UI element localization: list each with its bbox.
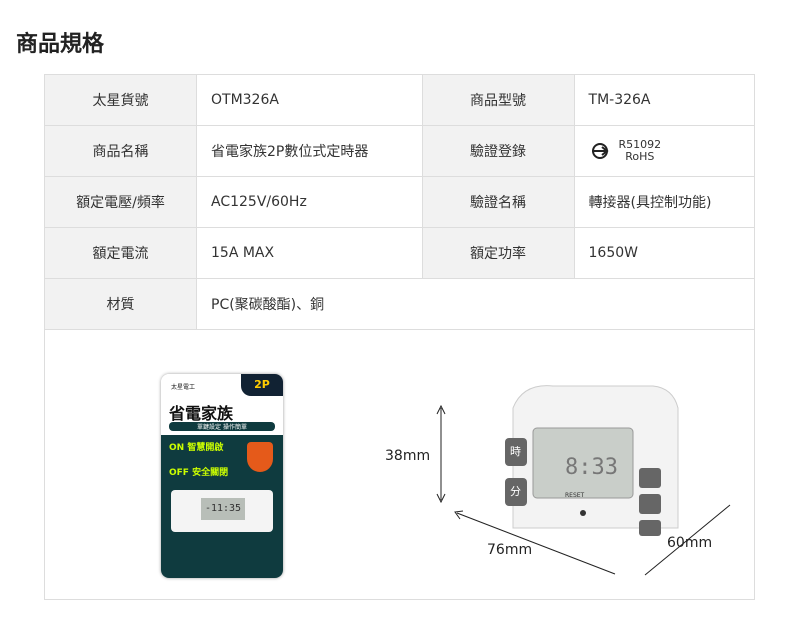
cert-number: R51092 [618,138,662,151]
label: 商品型號 [421,74,575,126]
brand-logo: 太星電工 [171,384,196,391]
label: 額定電壓/頻率 [44,176,197,228]
on-text: ON 智慧開啟 [169,443,224,453]
label: 驗證名稱 [421,176,575,228]
rohs-label: RoHS [625,150,655,163]
value: 15A MAX [196,227,423,279]
device-lcd-text: 8:33 [565,455,618,480]
timer-device-illustration [505,385,679,536]
reset-label: RESET [565,492,585,499]
product-package-image: 太星電工 2P 省電家族 單鍵設定 操作簡單 ON 智慧開啟 OFF 安全關閉 … [161,374,283,578]
depth-dimension: 60mm [667,535,713,551]
value: 省電家族2P數位式定時器 [196,125,423,177]
value: OTM326A [196,74,423,126]
off-text: OFF 安全關閉 [169,468,229,478]
label: 額定功率 [421,227,575,279]
package-title: 省電家族 [169,404,234,423]
height-dimension: 38mm [385,448,431,464]
label: 材質 [44,278,197,330]
value: PC(聚碳酸酯)、銅 [196,278,755,330]
width-dimension: 76mm [487,542,533,558]
bsmi-certification-icon [591,143,609,159]
device-thumbnail: -11:35 [171,490,273,532]
value: 轉接器(具控制功能) [573,176,756,228]
package-subtitle: 單鍵設定 操作簡單 [169,422,275,431]
shield-icon [247,442,273,472]
value: 1650W [573,227,756,279]
label: 額定電流 [44,227,197,279]
hour-button-label: 時 [510,445,521,458]
value: TM-326A [573,74,756,126]
table-row: 太星電工 2P 省電家族 單鍵設定 操作簡單 ON 智慧開啟 OFF 安全關閉 … [44,329,755,600]
lcd-display: -11:35 [201,498,245,520]
product-image-cell: 太星電工 2P 省電家族 單鍵設定 操作簡單 ON 智慧開啟 OFF 安全關閉 … [44,329,755,600]
label: 驗證登錄 [421,125,575,177]
dimension-arrows [436,404,731,576]
value: AC125V/60Hz [196,176,423,228]
minute-button-label: 分 [510,485,521,498]
page-title: 商品規格 [16,32,105,57]
label: 商品名稱 [44,125,197,177]
2p-badge: 2P [241,374,283,396]
label: 太星貨號 [44,74,197,126]
